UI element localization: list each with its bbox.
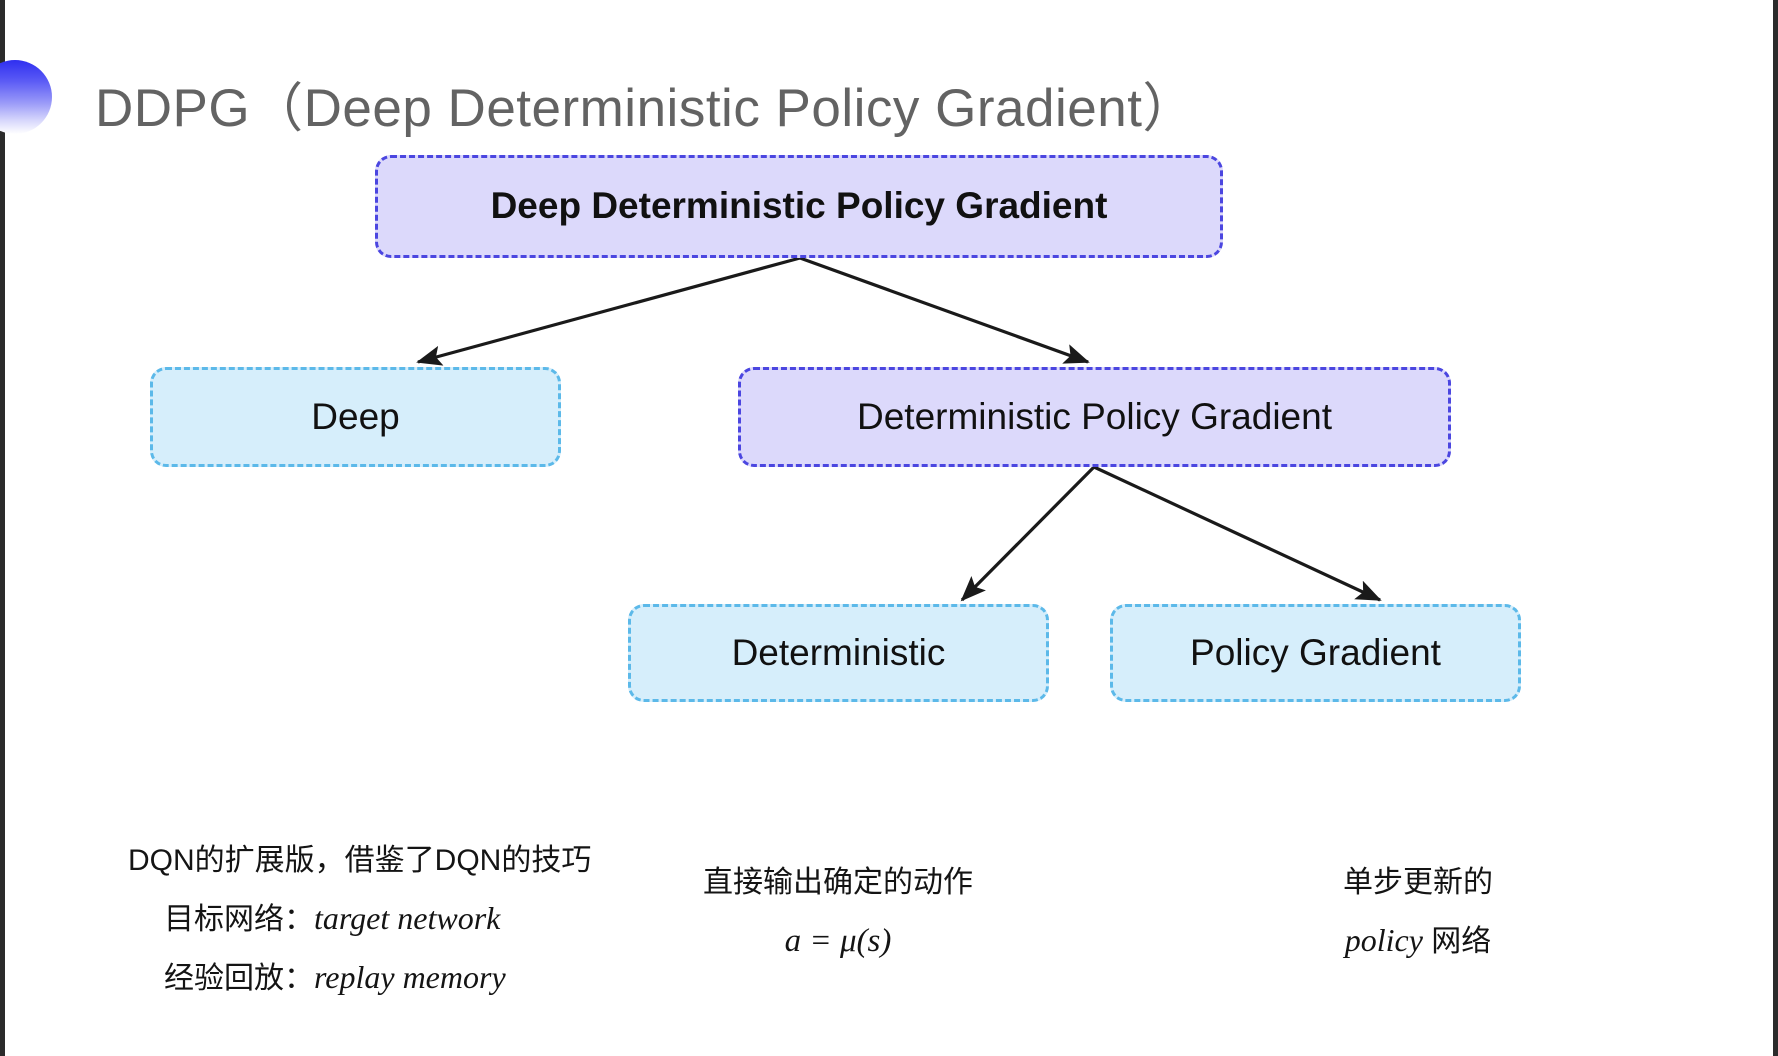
gradient-circle-icon [0,60,52,134]
annotation-deterministic-formula: a = μ(s) [784,922,892,959]
annotation-deep-line2-term: target network [314,899,501,936]
annotation-deep-line3-term: replay memory [314,958,506,995]
annotation-deep-line2: 目标网络：target network [164,889,591,948]
annotation-policy-gradient-term: policy [1344,921,1423,958]
annotation-policy-gradient-line2: policy 网络 [1343,911,1493,970]
edge-dpg-deterministic [960,465,1096,602]
node-policy-gradient[interactable]: Policy Gradient [1110,604,1521,702]
annotation-deep-line1: DQN的扩展版，借鉴了DQN的技巧 [128,844,592,877]
page-title: DDPG（Deep Deterministic Policy Gradient） [95,79,1196,138]
annotation-deep-line2-label: 目标网络： [164,902,314,936]
annotation-deterministic-line1: 直接输出确定的动作 [703,866,973,899]
annotation-policy-gradient-suffix: 网络 [1422,924,1492,958]
edge-dpg-policy-gradient [1093,465,1382,602]
annotation-deep: DQN的扩展版，借鉴了DQN的技巧 目标网络：target network 经验… [128,833,591,1007]
edge-root-dpg [799,256,1090,364]
annotation-deep-line3: 经验回放：replay memory [164,948,591,1007]
annotation-policy-gradient-line1: 单步更新的 [1343,866,1493,899]
edge-root-deep [416,256,801,366]
node-deep[interactable]: Deep [150,367,561,467]
left-edge-strip [0,0,5,1056]
right-edge-strip [1773,0,1778,1056]
annotation-deterministic: 直接输出确定的动作 a = μ(s) [703,855,973,972]
annotation-policy-gradient: 单步更新的 policy 网络 [1343,855,1493,970]
node-deterministic-policy-gradient[interactable]: Deterministic Policy Gradient [738,367,1451,467]
node-deterministic[interactable]: Deterministic [628,604,1049,702]
annotation-deep-line3-label: 经验回放： [164,961,314,995]
node-deep-deterministic-policy-gradient[interactable]: Deep Deterministic Policy Gradient [375,155,1223,258]
